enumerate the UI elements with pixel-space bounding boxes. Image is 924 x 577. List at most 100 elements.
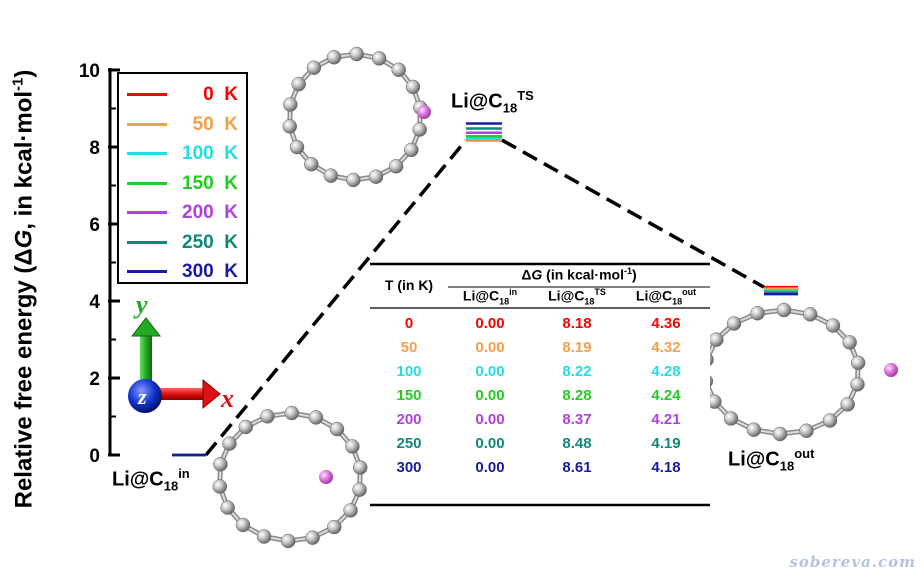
legend-item: 250 K: [119, 227, 246, 258]
carbon-atom: [283, 97, 298, 112]
carbon-atom: [371, 51, 387, 66]
table-cell: 8.19: [562, 338, 592, 356]
carbon-atom: [352, 482, 367, 497]
table-rules: [370, 262, 710, 507]
legend-item: 100 K: [119, 138, 246, 169]
table-cell: 0.00: [475, 386, 505, 404]
y-tick-label: 10: [79, 61, 100, 82]
table-cell: 8.61: [562, 458, 592, 476]
y-axis-label: Relative free energy (ΔG, in kcal·mol-1): [9, 69, 38, 508]
connector-ts-out: [501, 138, 765, 289]
table-cell: 8.18: [562, 314, 592, 332]
carbon-atom: [802, 307, 818, 322]
carbon-atom: [220, 500, 235, 515]
table-cell: 300: [396, 458, 422, 476]
molecule-illustrations: [212, 46, 898, 549]
table-cell: 0: [404, 314, 414, 332]
table-cell: 4.21: [651, 410, 681, 428]
carbon-atom: [345, 439, 360, 454]
carbon-atom: [329, 421, 345, 437]
carbon-atom: [284, 405, 300, 421]
carbon-atom: [368, 169, 384, 184]
table-cell: 0.00: [475, 338, 505, 356]
carbon-atom: [326, 50, 342, 65]
legend-item: 300 K: [119, 256, 246, 287]
carbon-atom: [282, 119, 297, 134]
carbon-atom: [825, 318, 841, 333]
carbon-atom: [308, 410, 324, 425]
legend-swatch: [127, 240, 167, 244]
table-cell: 4.32: [651, 338, 681, 356]
legend-label: 150 K: [182, 172, 238, 194]
carbon-atom: [289, 139, 305, 155]
legend-label: 200 K: [182, 202, 238, 223]
state-label-in: Li@C18in: [112, 466, 190, 494]
state-label-ts: Li@C18TS: [451, 88, 534, 116]
table-cell: 8.28: [562, 386, 592, 404]
legend-label: 50 K: [192, 113, 238, 135]
z-axis-ball: [128, 379, 162, 413]
carbon-atom: [709, 332, 724, 347]
y-arrow-head: [130, 317, 162, 337]
legend-swatch: [127, 152, 167, 155]
carbon-atom: [391, 62, 406, 78]
carbon-atom: [280, 533, 296, 549]
carbon-atom: [346, 172, 361, 188]
table-cell: 4.24: [651, 386, 681, 404]
carbon-atom: [343, 503, 358, 518]
y-tick-label: 4: [89, 292, 100, 313]
connector-lines: [204, 138, 765, 457]
carbon-atom: [352, 460, 368, 475]
carbon-atom: [291, 76, 306, 92]
carbon-atom: [842, 335, 857, 350]
carbon-atom: [850, 377, 865, 392]
table-cell: 8.48: [562, 434, 592, 452]
table-cell: 0.00: [475, 458, 505, 476]
molecule-ring-0: [282, 46, 431, 188]
legend-item: 50 K: [119, 109, 246, 140]
lithium-ion: [319, 470, 333, 484]
carbon-atom: [235, 517, 251, 533]
state-label-out: Li@C18out: [728, 446, 815, 474]
legend-label: 0 K: [203, 84, 238, 105]
legend-label: 300 K: [182, 261, 238, 282]
table-header-out: Li@C18out: [635, 287, 697, 307]
legend-item: 200 K: [119, 197, 246, 228]
carbon-atom: [256, 529, 272, 544]
carbon-atom: [726, 316, 742, 331]
table-header-in: Li@C18in: [462, 287, 518, 307]
legend-swatch: [127, 211, 167, 214]
table-header-temperature: T (in K): [384, 277, 434, 293]
carbon-atom: [238, 419, 254, 435]
table-cell: 250: [396, 434, 422, 452]
connector-in-ts: [204, 138, 468, 457]
x-axis-letter: x: [220, 384, 234, 413]
carbon-atom: [412, 122, 427, 137]
carbon-atom: [388, 159, 404, 174]
energy-levels: [172, 122, 798, 457]
carbon-atom: [772, 426, 788, 442]
molecule-ring-1: [212, 405, 368, 549]
carbon-atom: [405, 79, 421, 95]
legend-label: 250 K: [182, 231, 238, 253]
table-cell: 0.00: [475, 410, 505, 428]
legend: 0 K 50 K 100 K 150 K 200 K 250 K 300 K: [117, 72, 248, 284]
carbon-atom: [750, 305, 765, 321]
legend-swatch: [127, 93, 167, 96]
y-tick-label: 6: [89, 215, 100, 236]
z-axis-letter: z: [137, 384, 147, 409]
carbon-atom: [822, 413, 838, 428]
table-cell: 4.36: [651, 314, 681, 332]
table-cell: 0.00: [475, 314, 505, 332]
legend-label: 100 K: [182, 143, 238, 164]
carbon-atom: [323, 168, 339, 183]
y-arrow-shaft: [140, 332, 152, 394]
y-tick-label: 8: [89, 138, 100, 159]
